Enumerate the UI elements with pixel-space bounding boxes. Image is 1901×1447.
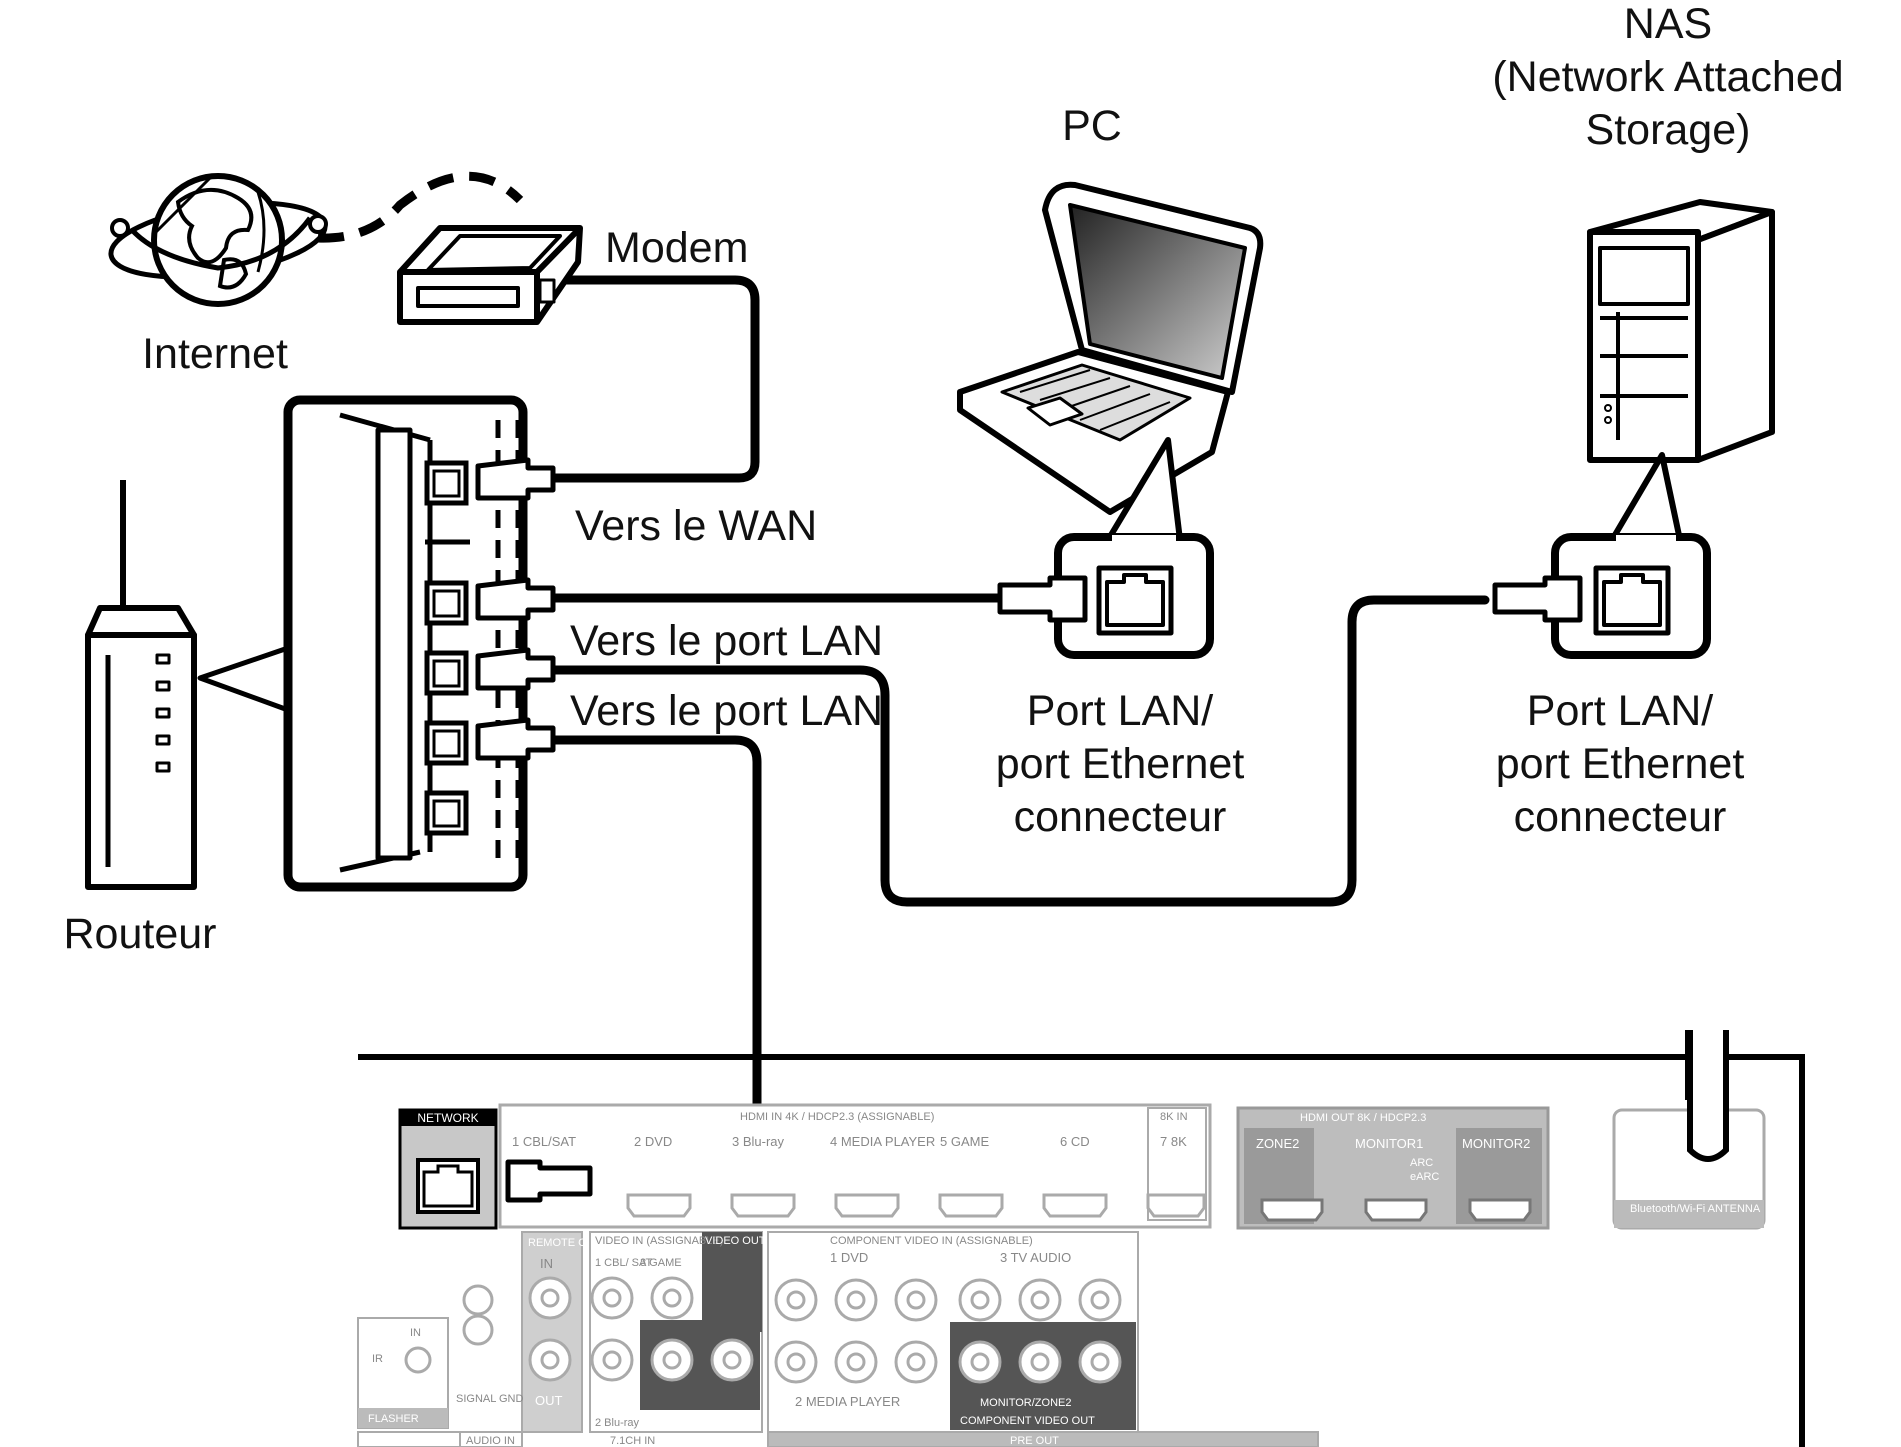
router-plugs — [475, 457, 556, 761]
modem-icon — [397, 225, 583, 325]
monitor-zone2-label: MONITOR/ZONE2 — [980, 1397, 1071, 1409]
hdmi-input-5: 5 GAME — [940, 1134, 989, 1149]
pc-port-label-line2: port Ethernet — [996, 740, 1245, 788]
earc-label: eARC — [1410, 1171, 1439, 1183]
component-dvd-label: 1 DVD — [830, 1250, 868, 1265]
remote-in-label: IN — [540, 1256, 553, 1271]
hdmi-input-2: 2 DVD — [634, 1134, 672, 1149]
pc-port-label-line3: connecteur — [1014, 793, 1227, 841]
video-jacks — [590, 1276, 754, 1382]
network-port-label: NETWORK — [417, 1111, 478, 1125]
nas-port-label-line3: connecteur — [1514, 793, 1727, 841]
lan-plug-2 — [475, 647, 556, 691]
hdmi-in-connectors — [626, 1193, 1206, 1218]
component-video-in-label: COMPONENT VIDEO IN (ASSIGNABLE) — [830, 1235, 1033, 1247]
internet-link — [317, 171, 524, 243]
signal-gnd-label: SIGNAL GND — [456, 1393, 523, 1405]
internet-label: Internet — [142, 330, 288, 378]
internet-globe-icon — [108, 173, 328, 307]
router-port-callout — [197, 395, 528, 892]
remote-jacks — [528, 1276, 572, 1382]
to-lan-label-1: Vers le port LAN — [570, 617, 883, 665]
hdmi-out-connectors — [1260, 1198, 1532, 1222]
component-media-label: 2 MEDIA PLAYER — [795, 1394, 900, 1409]
laptop-icon — [957, 181, 1264, 515]
hdmi-monitor1-label: MONITOR1 — [1355, 1136, 1423, 1151]
hdmi-input-6: 6 CD — [1060, 1134, 1090, 1149]
router-ports — [424, 460, 469, 836]
modem-label: Modem — [605, 224, 748, 272]
lan-plug-1 — [475, 577, 556, 621]
component-jacks — [774, 1278, 1122, 1384]
flasher-in-label: IN — [410, 1327, 421, 1339]
video-out-label: VIDEO OUT — [705, 1235, 766, 1247]
receiver-plug — [505, 1159, 593, 1203]
arc-label: ARC — [1410, 1157, 1433, 1169]
pc-ethernet-port-icon — [1096, 565, 1174, 636]
hdmi-input-7: 7 8K — [1160, 1134, 1187, 1149]
lan-port-4 — [424, 790, 469, 836]
lan-plug-3 — [475, 717, 556, 761]
nas-label-line1: NAS — [1624, 0, 1712, 48]
flasher-label: FLASHER — [368, 1413, 419, 1425]
component-tv-label: 3 TV AUDIO — [1000, 1250, 1071, 1265]
nas-label-line3: Storage) — [1586, 106, 1751, 154]
hdmi-input-4: 4 MEDIA PLAYER — [830, 1134, 935, 1149]
receiver-back-panel: HDMI IN 4K / HDCP2.3 (ASSIGNABLE) 8K IN … — [357, 1030, 1805, 1447]
component-video-out-label: COMPONENT VIDEO OUT — [960, 1415, 1095, 1427]
video-game-label: 3 GAME — [640, 1257, 682, 1269]
video-monitor-label: MONITOR — [645, 1417, 697, 1429]
video-cbl-sat-label: 1 CBL/ SAT — [595, 1257, 653, 1269]
antenna-label: Bluetooth/Wi-Fi ANTENNA — [1630, 1203, 1761, 1215]
video-zone2-label: ZONE2 — [710, 1417, 747, 1429]
pre-out-label: PRE OUT — [1010, 1435, 1059, 1447]
hdmi-monitor2-label: MONITOR2 — [1462, 1136, 1530, 1151]
pc-port-callout — [1054, 437, 1214, 659]
pc-plug — [997, 575, 1088, 623]
video-bluray-label: 2 Blu-ray — [595, 1417, 640, 1429]
video-in-label: VIDEO IN (ASSIGNABLE) — [595, 1235, 723, 1247]
hdmi-input-3: 3 Blu-ray — [732, 1134, 785, 1149]
lan-port-3 — [424, 720, 469, 766]
nas-plug — [1492, 575, 1583, 623]
nas-ethernet-port-icon — [1593, 565, 1671, 636]
audio-in-label: AUDIO IN — [466, 1435, 515, 1447]
pc-port-label-line1: Port LAN/ — [1027, 687, 1213, 735]
network-ethernet-port-icon — [416, 1158, 480, 1214]
nas-port-label-line2: port Ethernet — [1496, 740, 1745, 788]
lan-port-2 — [424, 650, 469, 696]
nas-tower-icon — [1587, 199, 1775, 463]
hdmi-input-1: 1 CBL/SAT — [512, 1134, 576, 1149]
wan-port — [424, 460, 469, 506]
ir-label: IR — [372, 1353, 383, 1365]
router-icon — [85, 480, 197, 890]
nas-port-label-line1: Port LAN/ — [1527, 687, 1713, 735]
8k-in-label: 8K IN — [1160, 1111, 1188, 1123]
remote-out-label: OUT — [535, 1393, 563, 1408]
to-lan-label-2: Vers le port LAN — [570, 687, 883, 735]
wan-cable — [532, 275, 760, 483]
lan-port-1 — [424, 580, 469, 626]
hdmi-zone2-label: ZONE2 — [1256, 1136, 1299, 1151]
hdmi-out-label: HDMI OUT 8K / HDCP2.3 — [1300, 1112, 1426, 1124]
pc-label: PC — [1062, 102, 1122, 150]
router-label: Routeur — [64, 910, 217, 958]
nas-port-callout — [1551, 452, 1711, 659]
hdmi-in-label: HDMI IN 4K / HDCP2.3 (ASSIGNABLE) — [740, 1111, 934, 1123]
to-wan-label: Vers le WAN — [575, 502, 817, 550]
wan-plug — [475, 457, 556, 501]
nas-label-line2: (Network Attached — [1492, 53, 1843, 101]
71ch-in-label: 7.1CH IN — [610, 1435, 655, 1447]
nas-lan-cable — [543, 595, 1490, 907]
